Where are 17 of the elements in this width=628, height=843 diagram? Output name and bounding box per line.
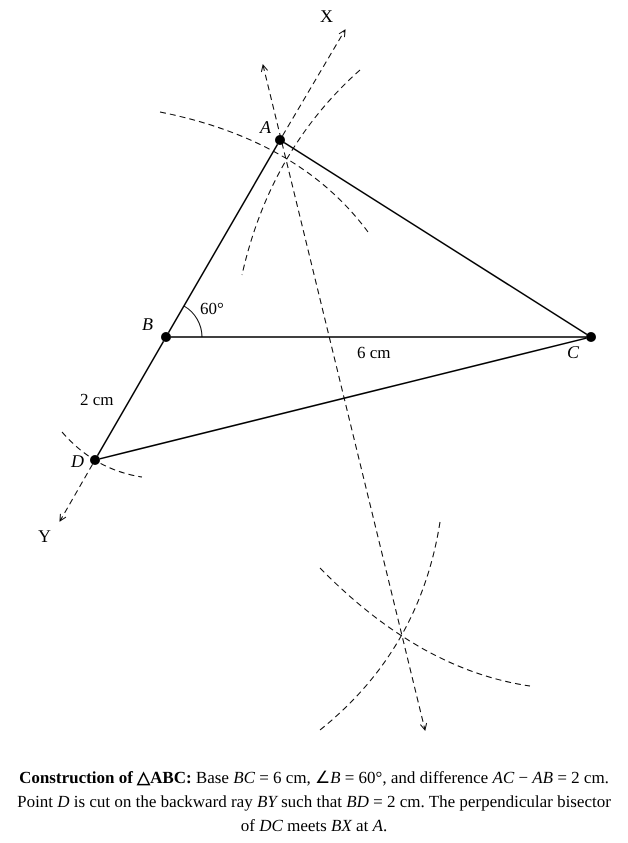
length-label: 6 cm (357, 344, 391, 361)
point-label: C (567, 343, 580, 361)
caption: Construction of △ABC: Base BC = 6 cm, ∠B = 60°, and difference AC − AB = 2 cm. Point D is cut on the backward ray BY such that BD = 2 cm. The perpendicular bisector of DC meets BX at A. (16, 767, 612, 837)
segment-line (168, 144, 278, 334)
ray-line (282, 30, 346, 136)
point-label: D (71, 452, 84, 470)
segment-line (100, 337, 586, 460)
angle-label: 60° (200, 300, 224, 317)
length-label: 2 cm (80, 391, 114, 408)
point-label: A (260, 118, 271, 136)
ray-line (60, 464, 93, 522)
segment-line (171, 336, 586, 338)
segment-line (284, 142, 588, 335)
ray-label: Y (38, 527, 51, 545)
ray-label: X (320, 7, 333, 25)
segment-line (96, 340, 164, 456)
point-label: B (142, 315, 153, 333)
